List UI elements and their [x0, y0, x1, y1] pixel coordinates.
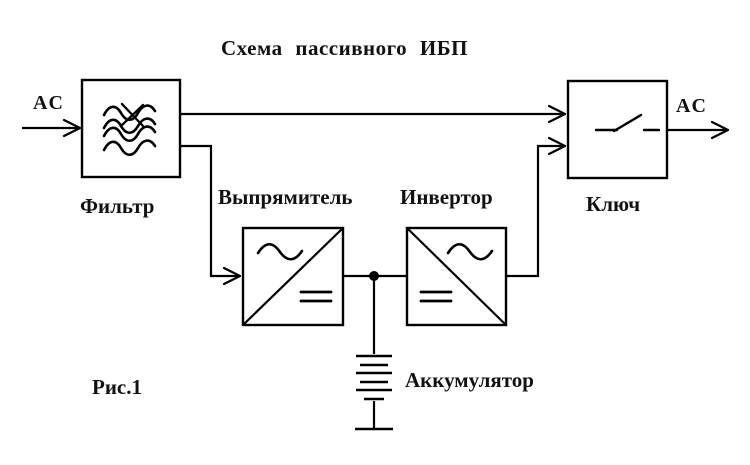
- battery-label: Аккумулятор: [405, 368, 534, 392]
- figure-caption: Рис.1: [92, 375, 142, 399]
- battery-cells-icon: [355, 354, 393, 431]
- ac-input-label: AC: [33, 92, 64, 114]
- filter-cross-stroke: [120, 102, 145, 128]
- wire-filter-to-rectifier: [181, 144, 242, 286]
- dc-to-ac-converter-icon: [405, 226, 508, 327]
- open-switch-icon: [594, 113, 661, 133]
- switch-label: Ключ: [586, 192, 641, 216]
- diagram-title: Схема пассивного ИБП: [221, 36, 468, 60]
- rectifier-diagonal: [241, 226, 345, 327]
- filter-box: [80, 78, 182, 179]
- filter-label: Фильтр: [80, 194, 155, 218]
- ac-to-dc-converter-icon: [241, 226, 345, 327]
- rectifier-dc-icon: [299, 290, 333, 303]
- inverter-sine-icon: [446, 242, 494, 261]
- inverter-label: Инвертор: [400, 185, 493, 209]
- junction-dot: [369, 271, 379, 281]
- wires: [22, 104, 730, 354]
- inverter-diagonal: [405, 226, 508, 327]
- ac-output-label: AC: [676, 95, 707, 117]
- inverter-dc-icon: [419, 290, 453, 303]
- wire-inverter-to-switch: [507, 136, 567, 278]
- rectifier-sine-icon: [256, 242, 304, 261]
- filter-waves-icon: [102, 102, 157, 157]
- rectifier-label: Выпрямитель: [218, 185, 353, 209]
